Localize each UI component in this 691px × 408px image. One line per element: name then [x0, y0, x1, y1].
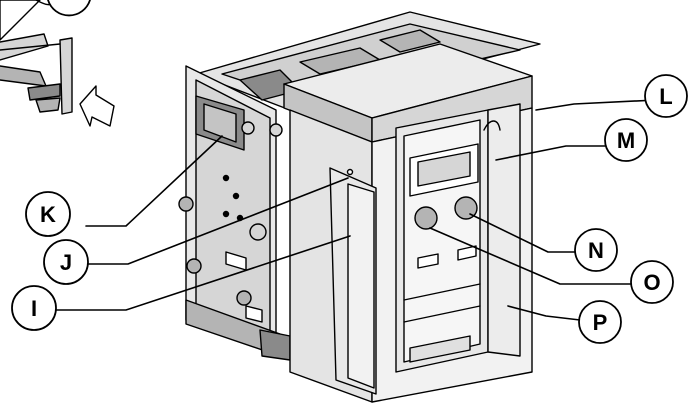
callout-O: O: [630, 260, 674, 304]
callout-label-L: L: [659, 84, 672, 109]
leader-lines: [55, 99, 657, 321]
callout-label-P: P: [593, 310, 608, 335]
callout-K: K: [25, 191, 71, 237]
detail-fragment: [0, 0, 73, 115]
indicator-slot-1: [417, 253, 439, 269]
side-panel: [347, 183, 375, 389]
callout-I: I: [11, 285, 57, 331]
callout-L: L: [644, 74, 688, 118]
circuit-breaker-body: [283, 43, 533, 403]
indicator-slot-2: [457, 245, 477, 261]
callout-J: J: [43, 239, 89, 285]
callout-P: P: [578, 300, 622, 344]
callout-label-I: I: [31, 296, 37, 321]
callout-N: N: [574, 228, 618, 272]
callout-M: M: [604, 118, 648, 162]
callout-label-O: O: [643, 270, 660, 295]
callout-label-N: N: [588, 238, 604, 263]
callout-label-M: M: [617, 128, 635, 153]
push-button-on[interactable]: [454, 196, 478, 220]
arrow-icon: [79, 85, 115, 127]
callout-label-J: J: [60, 250, 72, 275]
indicator-dot: [346, 168, 354, 176]
callout-label-K: K: [40, 202, 56, 227]
cropped-callout: [47, 0, 91, 17]
push-button-off[interactable]: [414, 206, 438, 230]
